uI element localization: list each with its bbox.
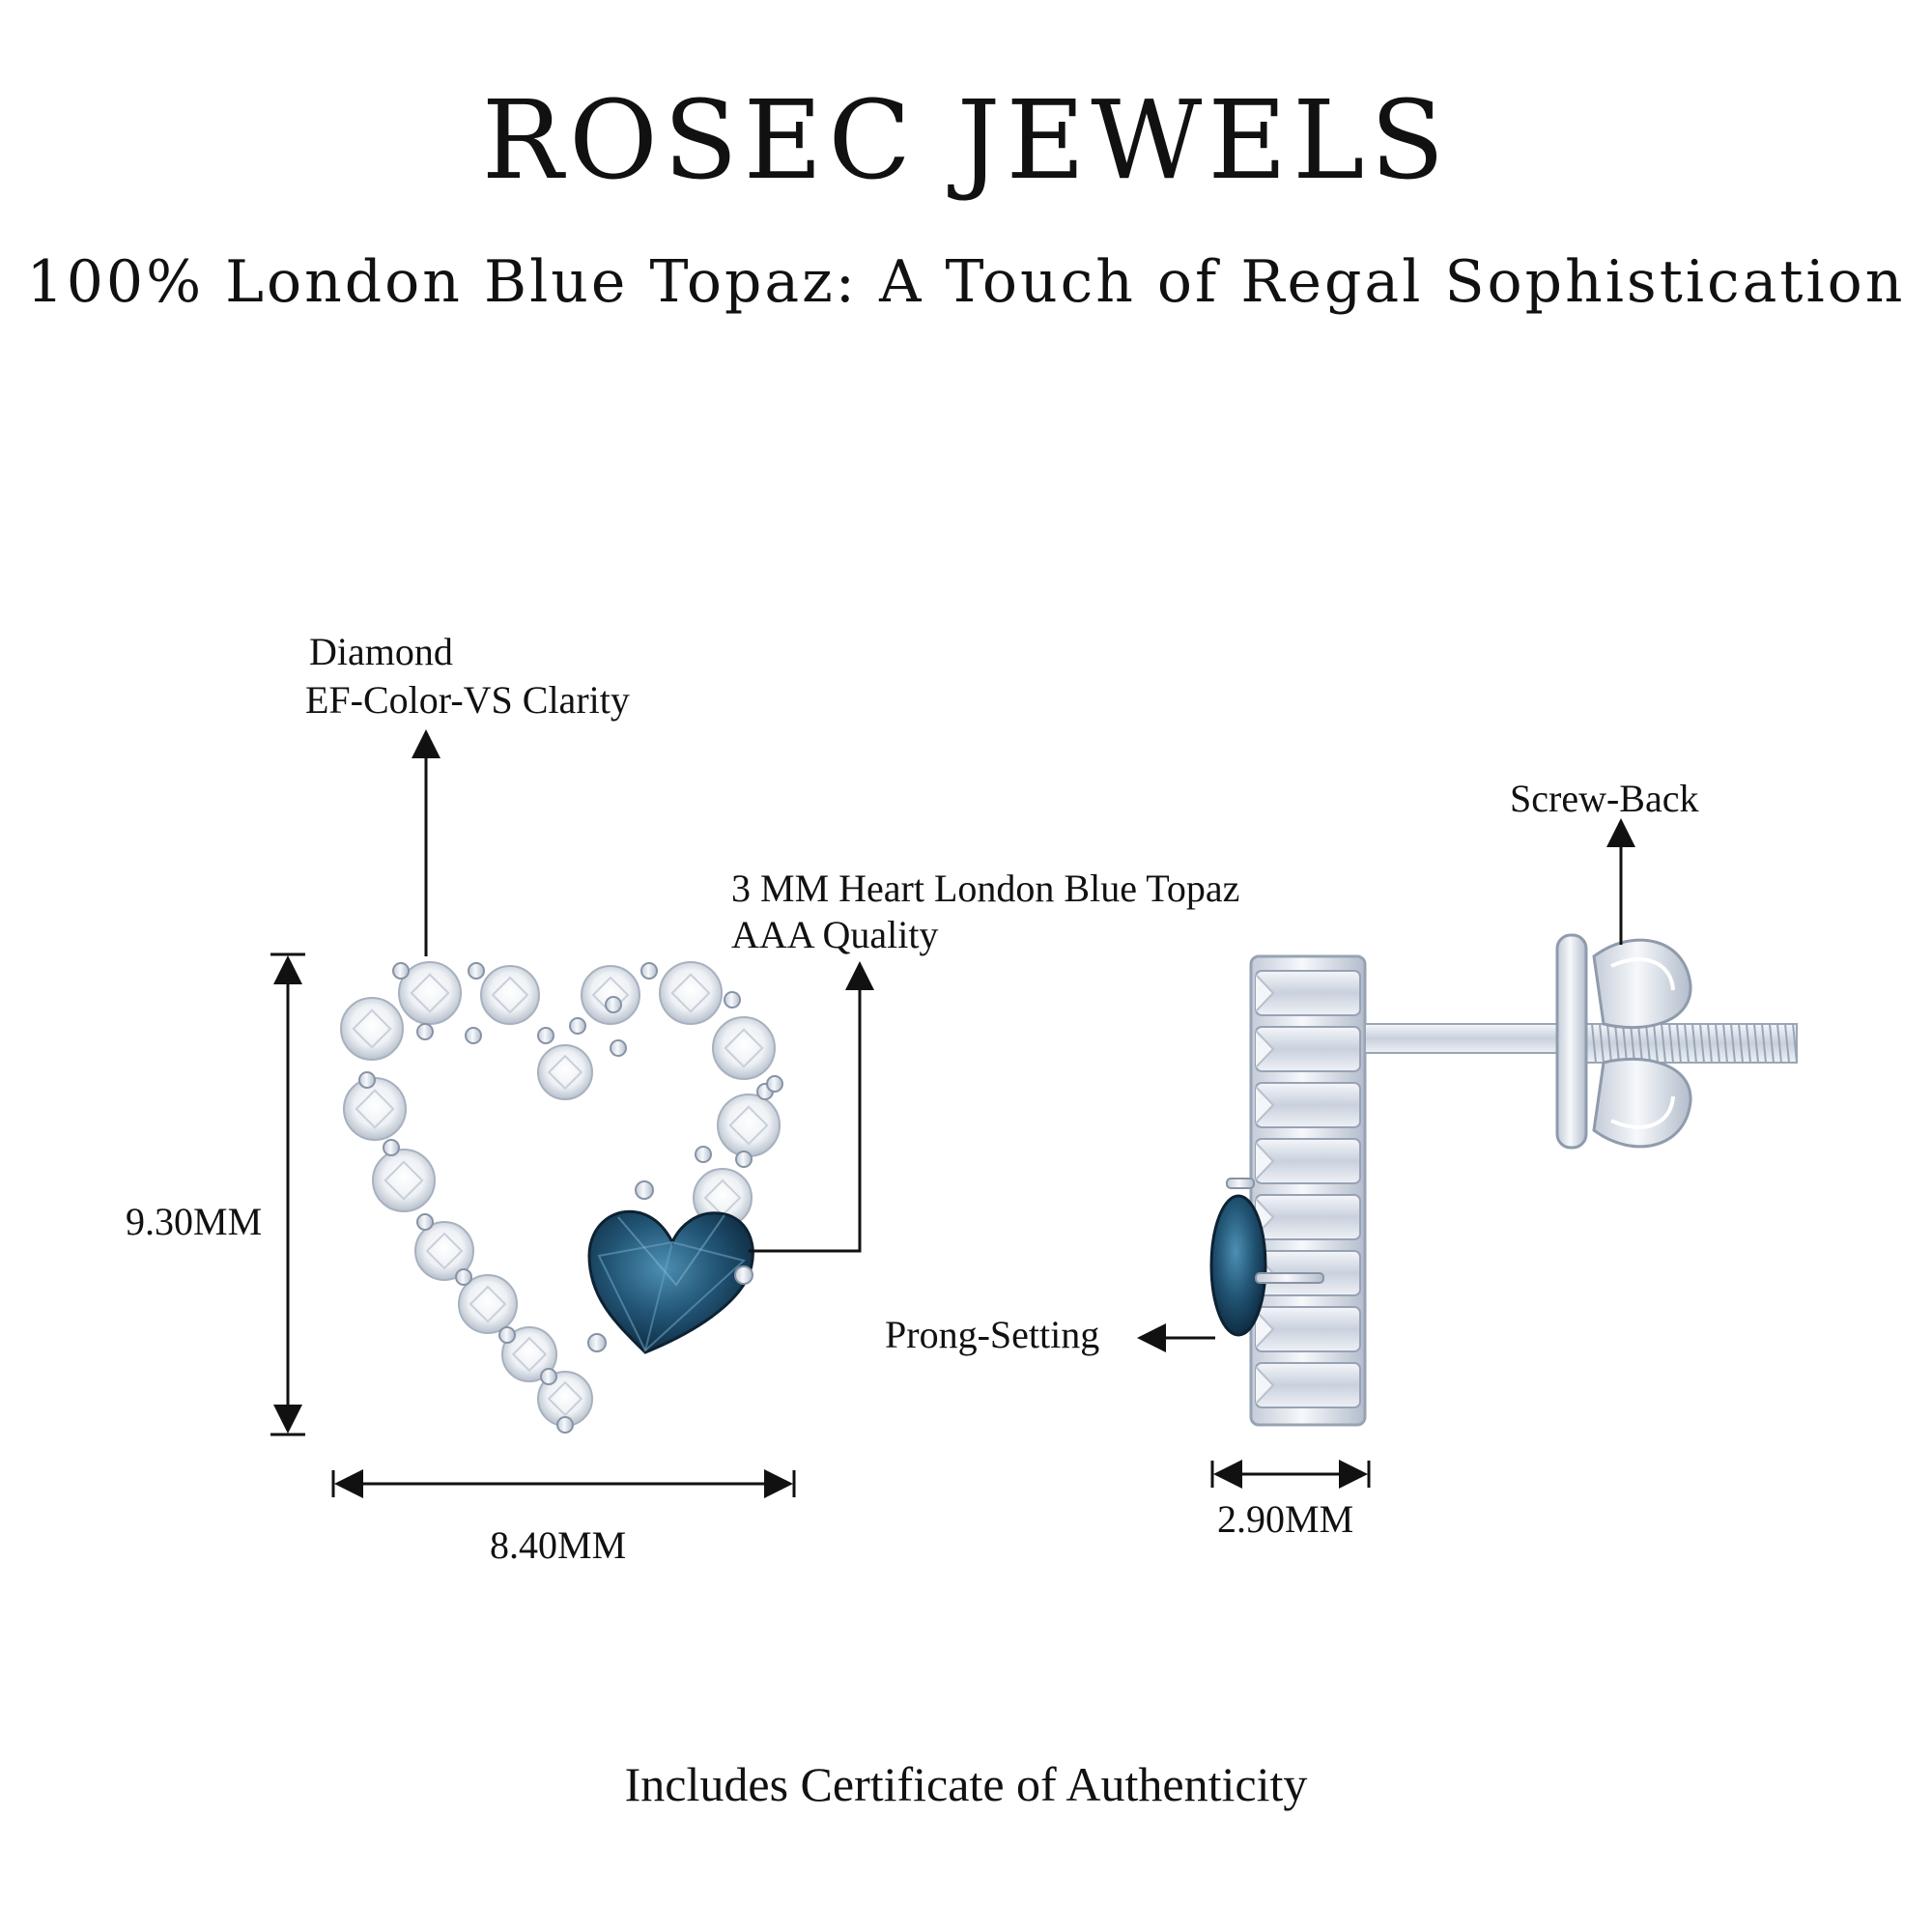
prong — [455, 1268, 472, 1286]
front-view-heart — [340, 961, 783, 1434]
prong — [416, 1213, 434, 1231]
prong — [556, 1416, 574, 1434]
prong — [416, 1023, 434, 1040]
diamond-label: Diamond — [309, 630, 453, 673]
diamond-stone — [372, 1149, 436, 1212]
diamond-stone — [717, 1094, 781, 1157]
diamond-stone — [458, 1274, 518, 1334]
prong — [383, 1139, 400, 1156]
diamond-stone — [414, 1221, 474, 1281]
topaz-quality-label: AAA Quality — [731, 913, 939, 956]
prong — [358, 1071, 376, 1089]
diamond-stone — [712, 1016, 776, 1080]
prong — [766, 1075, 783, 1093]
diamond-stone — [340, 997, 404, 1061]
certificate-note: Includes Certificate of Authenticity — [624, 1757, 1308, 1811]
prong — [498, 1326, 516, 1344]
side-view-earring — [1209, 933, 1798, 1427]
diamond-stone — [480, 965, 540, 1025]
diamond-stone — [659, 961, 723, 1025]
screw-back-label: Screw-Back — [1510, 777, 1699, 820]
diamond-stone — [537, 1044, 593, 1100]
prong — [610, 1039, 627, 1057]
prong — [605, 996, 622, 1013]
prong — [724, 991, 741, 1009]
height-dimension-label: 9.30MM — [126, 1200, 263, 1243]
diamond-quality-label: EF-Color-VS Clarity — [305, 678, 630, 722]
diamond-stone — [343, 1077, 407, 1141]
prong — [569, 1017, 586, 1035]
brand-title: ROSEC JEWELS — [481, 78, 1451, 204]
prong — [540, 1368, 557, 1385]
prong — [537, 1027, 554, 1044]
prong-setting-label: Prong-Setting — [885, 1313, 1100, 1356]
depth-dimension-label: 2.90MM — [1217, 1497, 1354, 1541]
prong — [468, 962, 485, 980]
topaz-heart — [587, 1180, 754, 1354]
prong — [392, 962, 410, 980]
product-tagline: 100% London Blue Topaz: A Touch of Regal… — [26, 248, 1906, 316]
prong — [640, 962, 658, 980]
prong — [465, 1027, 482, 1044]
width-dimension-label: 8.40MM — [490, 1523, 627, 1567]
diamond-stone — [501, 1326, 557, 1382]
diamond-stone — [398, 961, 462, 1025]
prong — [695, 1146, 712, 1163]
diamond-stone — [581, 965, 640, 1025]
topaz-label: 3 MM Heart London Blue Topaz — [731, 867, 1240, 910]
prong — [735, 1151, 753, 1168]
